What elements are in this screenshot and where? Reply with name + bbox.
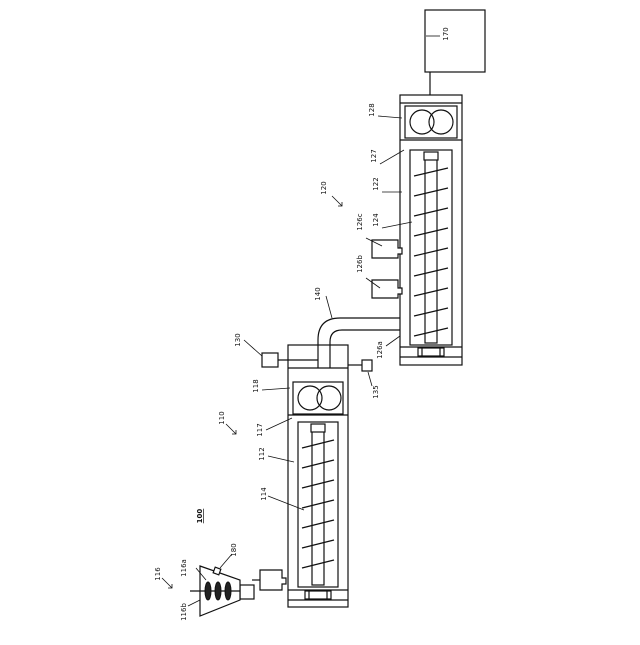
label-170: 170 <box>442 27 450 40</box>
motor-block <box>240 585 254 599</box>
feeder-126c <box>372 240 402 258</box>
label-126b: 126b <box>356 255 364 273</box>
label-110: 110 <box>218 411 226 424</box>
label-135: 135 <box>372 385 380 398</box>
label-122: 122 <box>372 177 380 190</box>
label-126c: 126c <box>356 213 364 230</box>
extruder-120 <box>372 70 462 365</box>
label-100: 100 <box>196 509 204 524</box>
element-180 <box>213 567 221 575</box>
feeder-126b <box>372 280 402 298</box>
sensor-135 <box>362 360 372 371</box>
sensor-130 <box>262 353 278 367</box>
label-112: 112 <box>258 447 266 460</box>
extruder-110 <box>288 345 348 607</box>
label-116: 116 <box>154 567 162 581</box>
gear-pump-128 <box>405 106 457 138</box>
label-116a: 116a <box>180 559 188 577</box>
tank-170 <box>425 10 485 72</box>
label-180: 180 <box>230 543 238 556</box>
label-127: 127 <box>370 149 378 162</box>
label-128: 128 <box>368 103 376 116</box>
label-126a: 126a <box>376 341 384 359</box>
label-120: 120 <box>320 181 328 194</box>
hopper-inlet <box>260 570 286 590</box>
label-130: 130 <box>234 333 242 346</box>
label-124: 124 <box>372 213 380 227</box>
label-114: 114 <box>260 487 268 501</box>
transfer-pipe-140 <box>318 318 400 348</box>
gear-pump-118 <box>293 382 343 414</box>
label-118: 118 <box>252 379 260 392</box>
label-117: 117 <box>256 423 264 436</box>
feeder-116 <box>190 566 286 616</box>
label-140: 140 <box>314 287 322 300</box>
label-116b: 116b <box>180 603 188 621</box>
